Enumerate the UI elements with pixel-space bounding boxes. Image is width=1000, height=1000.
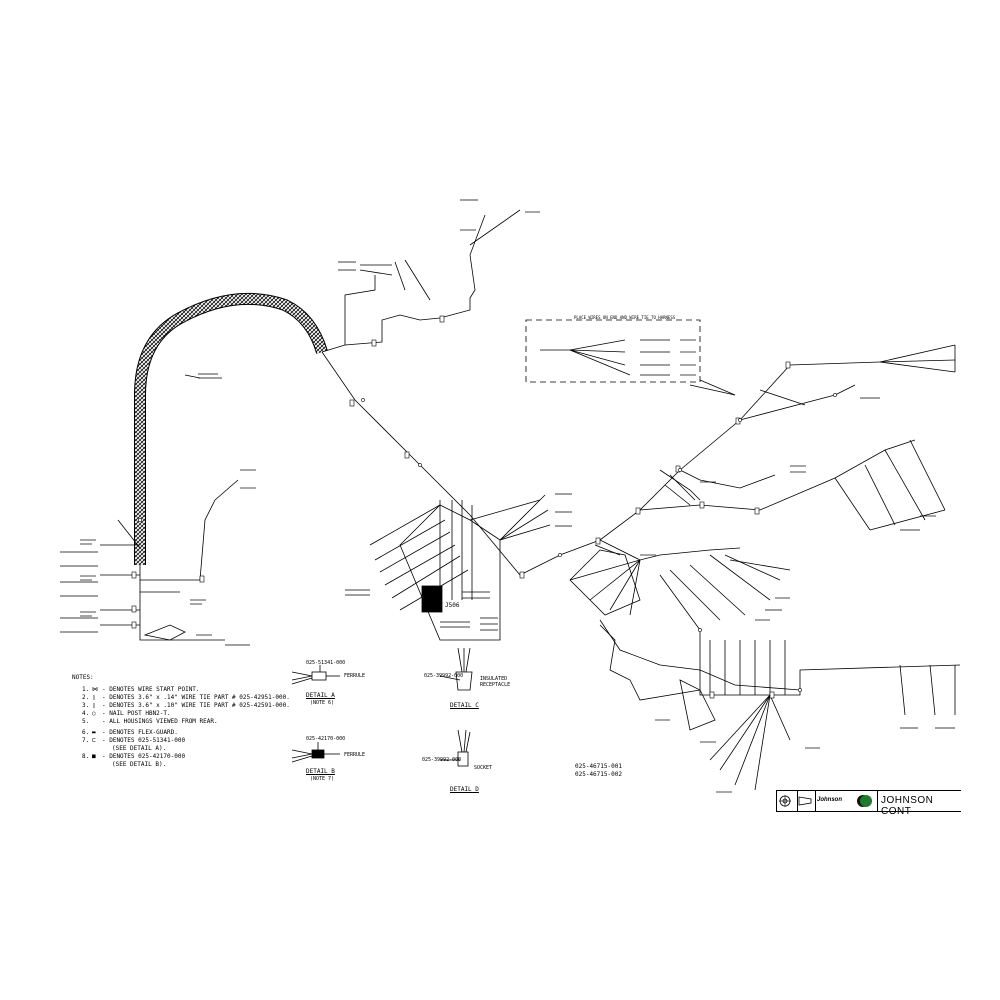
detail-a-part: 025-51341-000 bbox=[306, 660, 346, 666]
logo-cell: Johnson bbox=[815, 791, 878, 811]
detail-b-note: (NOTE 7) bbox=[310, 776, 335, 782]
note-text: - DENOTES FLEX-GUARD. bbox=[102, 729, 178, 736]
note-text: (SEE DETAIL A). bbox=[112, 745, 167, 752]
detail-b-callout: FERRULE bbox=[344, 752, 366, 758]
note-row: 4.○ - NAIL POST HBN2-T. bbox=[82, 710, 171, 717]
connector-label: J506 bbox=[445, 602, 460, 609]
note-number: 3. bbox=[82, 702, 90, 709]
note-text: - DENOTES 025-51341-000 bbox=[102, 737, 186, 744]
note-row: 3.▯ - DENOTES 3.6" x .10" WIRE TIE PART #… bbox=[82, 702, 290, 709]
detail-c-callout-2: RECEPTACLE bbox=[480, 682, 511, 688]
note-row: 7.⊏ - DENOTES 025-51341-000 bbox=[82, 737, 185, 744]
detail-a-note: (NOTE 6) bbox=[310, 700, 335, 706]
note-text: - DENOTES 025-42170-000 bbox=[102, 753, 186, 760]
note-text: - NAIL POST HBN2-T. bbox=[102, 710, 171, 717]
note-symbol: ■ bbox=[92, 753, 96, 760]
detail-b-part: 025-42170-000 bbox=[306, 736, 346, 742]
dashed-box-label: PLACE WIRES ON END AND WIRE TIE TO HARNE… bbox=[574, 315, 676, 320]
detail-c-label: DETAIL C bbox=[450, 702, 479, 709]
note-text: - DENOTES 3.6" x .10" WIRE TIE PART # 02… bbox=[102, 702, 290, 709]
company-name: JOHNSON CONT bbox=[881, 795, 934, 817]
note-text: - DENOTES 3.6" x .14" WIRE TIE PART # 02… bbox=[102, 694, 290, 701]
projection-cone-cell bbox=[797, 791, 816, 811]
note-number: 5. bbox=[82, 718, 90, 725]
note-number: 4. bbox=[82, 710, 90, 717]
detail-c-part: 025-39992-000 bbox=[424, 673, 464, 679]
note-number: 2. bbox=[82, 694, 90, 701]
assembly-number-2: 025-46715-002 bbox=[575, 771, 622, 778]
note-row: 2.▯ - DENOTES 3.6" x .14" WIRE TIE PART #… bbox=[82, 694, 290, 701]
note-row: 5. - ALL HOUSINGS VIEWED FROM REAR. bbox=[82, 718, 218, 725]
note-symbol: ⋈ bbox=[92, 686, 98, 693]
detail-d-callout: SOCKET bbox=[474, 765, 493, 771]
notes-title: NOTES: bbox=[72, 674, 94, 681]
flex-guard-arch bbox=[134, 292, 328, 565]
title-block: Johnson JOHNSON CONT bbox=[776, 790, 961, 817]
assembly-number-1: 025-46715-001 bbox=[575, 763, 622, 770]
note-row: (SEE DETAIL B). bbox=[82, 761, 166, 768]
note-number: 8. bbox=[82, 753, 90, 760]
note-symbol: ⊏ bbox=[92, 737, 96, 744]
note-number: 6. bbox=[82, 729, 90, 736]
note-row: 1.⋈ - DENOTES WIRE START POINT. bbox=[82, 686, 200, 693]
note-row: 8.■ - DENOTES 025-42170-000 bbox=[82, 753, 185, 760]
note-row: (SEE DETAIL A). bbox=[82, 745, 166, 752]
note-text: - ALL HOUSINGS VIEWED FROM REAR. bbox=[102, 718, 218, 725]
note-text: - DENOTES WIRE START POINT. bbox=[102, 686, 200, 693]
johnson-logo-text: Johnson bbox=[817, 797, 842, 803]
note-symbol: ▯ bbox=[92, 702, 96, 709]
detail-c-callout-1: INSULATED bbox=[480, 676, 508, 682]
detail-a-label: DETAIL A bbox=[306, 692, 335, 699]
detail-d-label: DETAIL D bbox=[450, 786, 479, 793]
detail-a-callout: FERRULE bbox=[344, 673, 366, 679]
note-symbol: ○ bbox=[92, 710, 96, 717]
note-row: 6.▬ - DENOTES FLEX-GUARD. bbox=[82, 729, 178, 736]
cone-icon bbox=[798, 796, 812, 806]
note-symbol: ▯ bbox=[92, 694, 96, 701]
detail-b-label: DETAIL B bbox=[306, 768, 335, 775]
note-number: 7. bbox=[82, 737, 90, 744]
detail-d-part: 025-39992-000 bbox=[422, 757, 462, 763]
note-text: (SEE DETAIL B). bbox=[112, 761, 167, 768]
johnson-logo-icon bbox=[857, 795, 872, 807]
note-number: 1. bbox=[82, 686, 90, 693]
note-symbol: ▬ bbox=[92, 729, 96, 736]
projection-icon bbox=[779, 795, 791, 807]
projection-symbol-cell bbox=[777, 791, 798, 811]
